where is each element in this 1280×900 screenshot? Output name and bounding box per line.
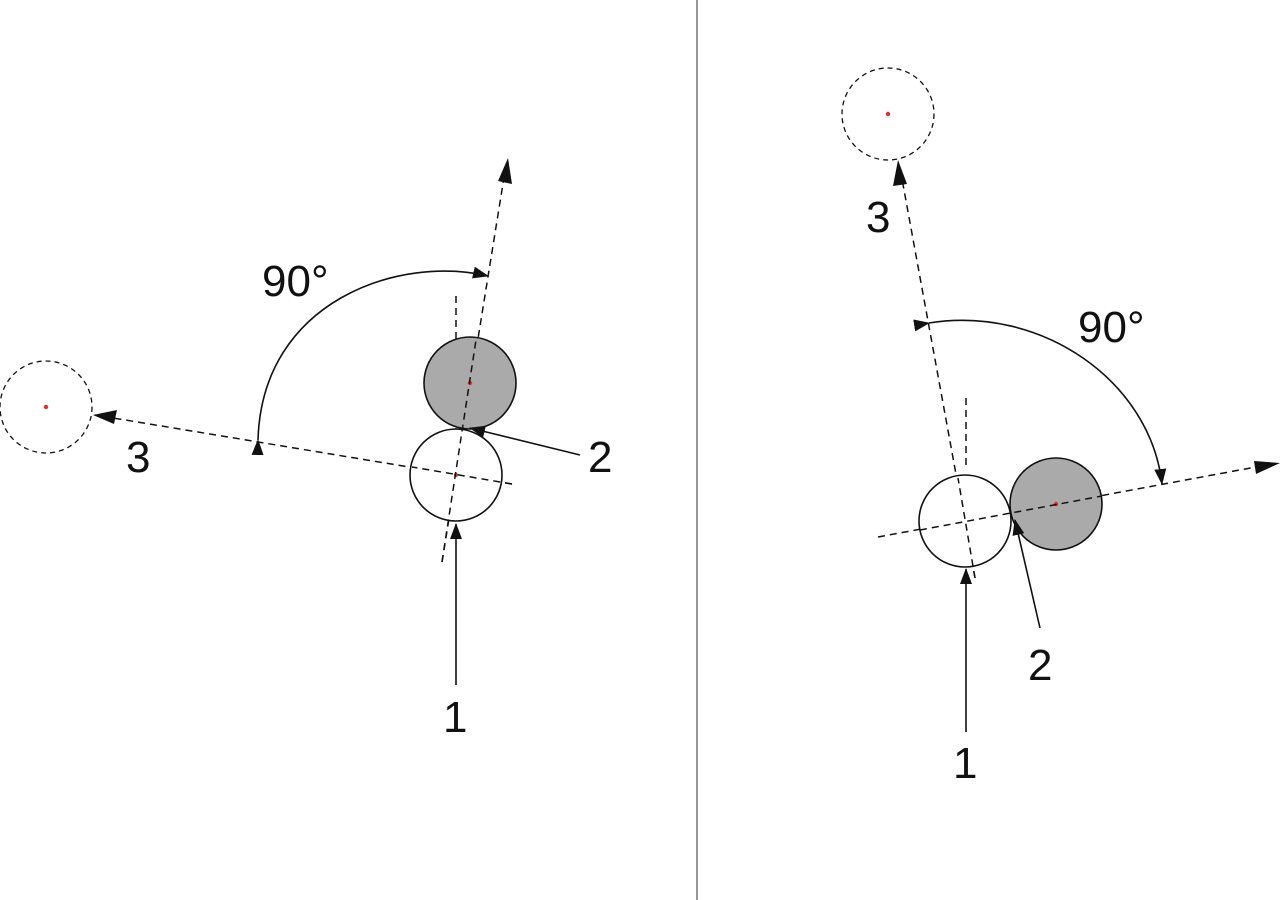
left-target-ghost-ball <box>0 360 93 454</box>
left-label-incoming: 1 <box>443 693 467 742</box>
left-label-contact: 2 <box>588 433 612 482</box>
left-label-angle: 90° <box>262 257 329 306</box>
right-cue-path-overlay <box>957 477 976 579</box>
right-cue-ball <box>918 474 1012 568</box>
right-label-deflected: 3 <box>866 193 890 242</box>
right-target-ghost-ball <box>841 67 935 161</box>
left-label-deflected: 3 <box>126 433 150 482</box>
left-angle-arc <box>251 266 489 456</box>
left-cue-path-line <box>94 414 513 485</box>
left-cue-path-arrowhead <box>93 410 117 424</box>
right-panel: 3 90° 2 1 <box>841 67 1280 788</box>
left-object-path-arrowhead <box>498 158 512 184</box>
left-cue-path-overlay <box>411 466 513 485</box>
left-target-ghost-center-dot <box>43 404 49 410</box>
right-cue-path-arrowhead <box>893 160 907 186</box>
right-label-angle: 90° <box>1078 303 1145 352</box>
right-label-contact: 2 <box>1028 641 1052 690</box>
right-object-path-overlay <box>919 495 1103 531</box>
right-object-path-arrowhead <box>1254 461 1280 474</box>
right-contact-leader <box>1012 519 1041 629</box>
left-panel: 90° 3 2 1 <box>0 158 612 742</box>
right-target-ghost-center-dot <box>885 111 891 117</box>
right-label-incoming: 1 <box>953 739 977 788</box>
right-angle-arc <box>913 319 1167 485</box>
